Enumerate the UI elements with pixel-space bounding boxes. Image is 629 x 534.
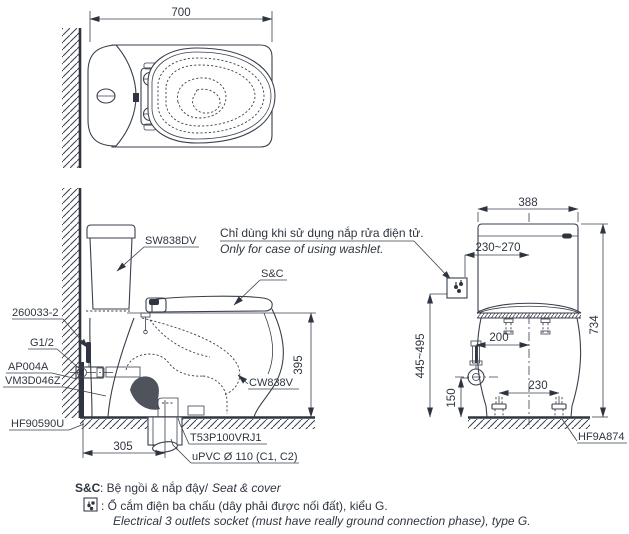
tank-front-view: [477, 223, 579, 312]
dim-tank-width: 388: [518, 197, 537, 209]
bowl-body-outline: [111, 44, 273, 148]
legend-sc-vi: : Bệ ngồi & nắp đậy/: [100, 480, 209, 495]
top-view: 700: [62, 7, 276, 168]
dim-supply-offset: 200: [489, 332, 508, 344]
seat-cover-top-view: [147, 47, 276, 144]
bowl-opening-outline: [177, 77, 227, 119]
dim-230: 230: [498, 380, 560, 404]
bowl-side-profile: [89, 308, 284, 418]
wall-hatch: [62, 28, 80, 168]
bowl-front-view: [476, 302, 582, 418]
nozzle-screw: [140, 312, 151, 318]
dim-rim-height: 395: [293, 355, 305, 374]
inlet-spud: [105, 366, 141, 378]
label-supply-part: 260033-2: [12, 307, 59, 319]
tank-top-view: [87, 44, 137, 147]
label-flange: T53P100VRJ1: [190, 432, 262, 444]
washlet-note-en: Only for case of using washlet.: [220, 242, 383, 256]
hinge-bolt-right: [540, 318, 551, 335]
washlet-note-vi: Chỉ dùng khi sử dụng nắp rửa điện tử.: [220, 225, 424, 240]
label-seat-cover: S&C: [261, 268, 284, 280]
label-floor-bolt: HF9A874: [578, 431, 624, 443]
dim-388: 388: [477, 197, 579, 222]
legend-sc-key: S&C: [75, 481, 101, 495]
dim-total-height: 734: [589, 315, 601, 335]
dim-230-270: 230~270: [464, 242, 530, 277]
legend: S&C : Bệ ngồi & nắp đậy/ Seat & cover : …: [75, 480, 531, 528]
floor-hatch-side: [80, 419, 315, 429]
label-thread: G1/2: [30, 337, 54, 349]
legend-socket-en: Electrical 3 outlets socket (must have r…: [113, 514, 531, 528]
wall-hatch-side: [62, 188, 80, 418]
dim-socket-height: 445~495: [415, 333, 427, 378]
dim-rough-in: 305: [113, 441, 132, 453]
tank-button-icon: [562, 233, 572, 239]
label-stop-valve: AP004A: [8, 361, 49, 373]
tank-side-view: [86, 224, 136, 312]
floor-hatch-front: [468, 419, 590, 429]
label-washlet: SW838DV: [145, 235, 197, 247]
hinge-bolt-left: [503, 318, 514, 335]
dim-734: 734: [581, 223, 608, 418]
dim-200: 200: [475, 332, 530, 356]
legend-socket-vi: : Ổ cắm điện ba chấu (dây phải được nối …: [101, 498, 388, 513]
side-view: 395 305 SW838DV S&C 260033-2 G1/2 AP004A: [3, 188, 452, 464]
washlet-note: Chỉ dùng khi sử dụng nắp rửa điện tử. On…: [220, 225, 452, 281]
dim-305: 305: [82, 400, 166, 458]
legend-socket-icon: [83, 497, 98, 512]
label-hose: VM3D046Z: [5, 375, 61, 387]
power-socket-icon: [446, 277, 468, 299]
dim-supply-height: 150: [446, 388, 458, 407]
trapway: [130, 376, 160, 410]
front-view: 388 230~270 734 445~495 150 200: [415, 197, 627, 444]
seat-cover-side-view: [127, 295, 316, 335]
part-labels-side: SW838DV S&C 260033-2 G1/2 AP004A VM3D046…: [3, 235, 299, 464]
dim-top-width: 700: [171, 7, 190, 19]
legend-sc-en: Seat & cover: [212, 481, 282, 495]
dim-150: 150: [446, 377, 469, 418]
dim-bolt-spacing: 230: [528, 380, 547, 392]
dim-445-495: 445~495: [415, 293, 447, 418]
dim-socket-offset: 230~270: [475, 242, 520, 254]
dim-395: 395: [293, 312, 314, 418]
label-seal: HF90590U: [11, 418, 64, 430]
label-drain: uPVC Ø 110 (C1, C2): [192, 451, 298, 463]
dim-700: 700: [89, 7, 273, 42]
label-bowl: CW838V: [249, 377, 294, 389]
